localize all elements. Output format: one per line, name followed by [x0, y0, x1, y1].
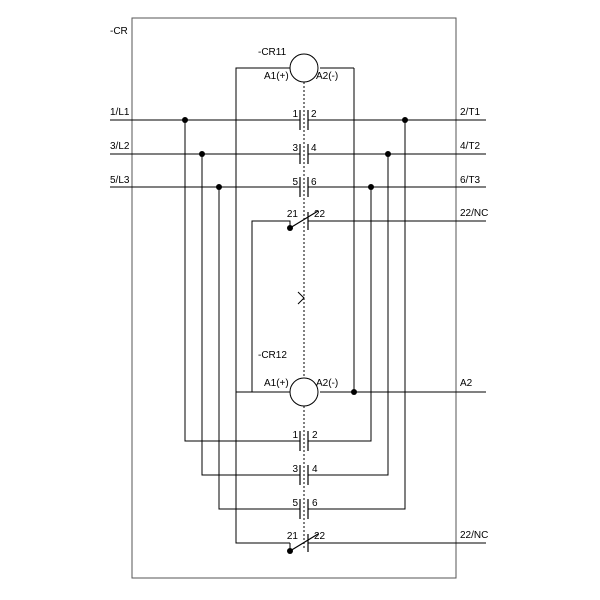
- l3-junction-dot: [216, 184, 222, 190]
- output-t2-label: 4/T2: [460, 141, 480, 152]
- device-enclosure: [131, 17, 457, 579]
- contact-top-1: [299, 110, 309, 130]
- relay-top-a1: A1(+): [264, 71, 289, 82]
- contact-bottom-3: [299, 499, 309, 519]
- contact-top-3-right: 6: [311, 177, 317, 188]
- nc-top-pivot-dot: [287, 225, 293, 231]
- nc-bottom-blade: [289, 533, 319, 552]
- contact-top-4-left: 21: [287, 209, 299, 220]
- relay-top-a2: A2(-): [316, 71, 338, 82]
- contact-bottom-2-right: 4: [312, 464, 318, 475]
- contact-top-3: [299, 177, 309, 197]
- a2-junction-dot: [351, 389, 357, 395]
- contact-bottom-4-right: 22: [314, 531, 326, 542]
- nc-top-blade: [289, 210, 319, 229]
- contact-top-1-right: 2: [311, 109, 317, 120]
- t3-junction-dot: [368, 184, 374, 190]
- l3-to-bottom-wire: [218, 187, 300, 510]
- contact-bottom-2: [299, 465, 309, 485]
- contact-bottom-1-left: 1: [292, 430, 298, 441]
- nc-top-left-wire: [251, 220, 291, 392]
- l2-junction-dot: [199, 151, 205, 157]
- contact-top-2-right: 4: [311, 143, 317, 154]
- relay-bottom-a1: A1(+): [264, 378, 289, 389]
- coil-a2-link-wire: [320, 68, 355, 393]
- contact-bottom-3-left: 5: [292, 498, 298, 509]
- a2-label: A2: [460, 378, 473, 389]
- contact-top-2: [299, 144, 309, 164]
- bottom-4-to-t2-wire: [308, 154, 389, 476]
- contact-bottom-1-right: 2: [312, 430, 318, 441]
- contact-bottom-1: [299, 431, 309, 451]
- l1-junction-dot: [182, 117, 188, 123]
- l2-to-bottom-wire: [201, 154, 300, 476]
- output-t3-label: 6/T3: [460, 175, 480, 186]
- contact-top-4-right: 22: [314, 209, 326, 220]
- interlock-arrow-icon: [297, 291, 305, 305]
- relay-bottom-a2: A2(-): [316, 378, 338, 389]
- contact-bottom-3-right: 6: [312, 498, 318, 509]
- relay-top-name: -CR11: [258, 47, 287, 58]
- bottom-2-to-t3-wire: [308, 187, 372, 442]
- output-t1-label: 2/T1: [460, 107, 480, 118]
- relay-bottom-name: -CR12: [258, 350, 287, 361]
- device-label: -CR: [110, 26, 128, 37]
- input-l3-label: 5/L3: [110, 175, 130, 186]
- nc-bottom-label: 22/NC: [460, 530, 488, 541]
- contact-top-2-left: 3: [292, 143, 298, 154]
- contact-bottom-2-left: 3: [292, 464, 298, 475]
- l1-to-bottom-wire: [184, 120, 300, 442]
- contact-bottom-4-left: 21: [287, 531, 299, 542]
- coil-bottom-icon: [289, 377, 319, 407]
- nc-bottom-left-wire: [235, 392, 290, 544]
- coil-top-icon: [289, 53, 319, 83]
- input-l1-label: 1/L1: [110, 107, 130, 118]
- contact-top-1-left: 1: [292, 109, 298, 120]
- contact-top-3-left: 5: [292, 177, 298, 188]
- nc-top-label: 22/NC: [460, 208, 488, 219]
- t1-junction-dot: [402, 117, 408, 123]
- nc-bottom-pivot-dot: [287, 548, 293, 554]
- coil-a1-link-wire: [235, 67, 290, 393]
- bottom-6-to-t1-wire: [308, 120, 406, 510]
- t2-junction-dot: [385, 151, 391, 157]
- input-l2-label: 3/L2: [110, 141, 130, 152]
